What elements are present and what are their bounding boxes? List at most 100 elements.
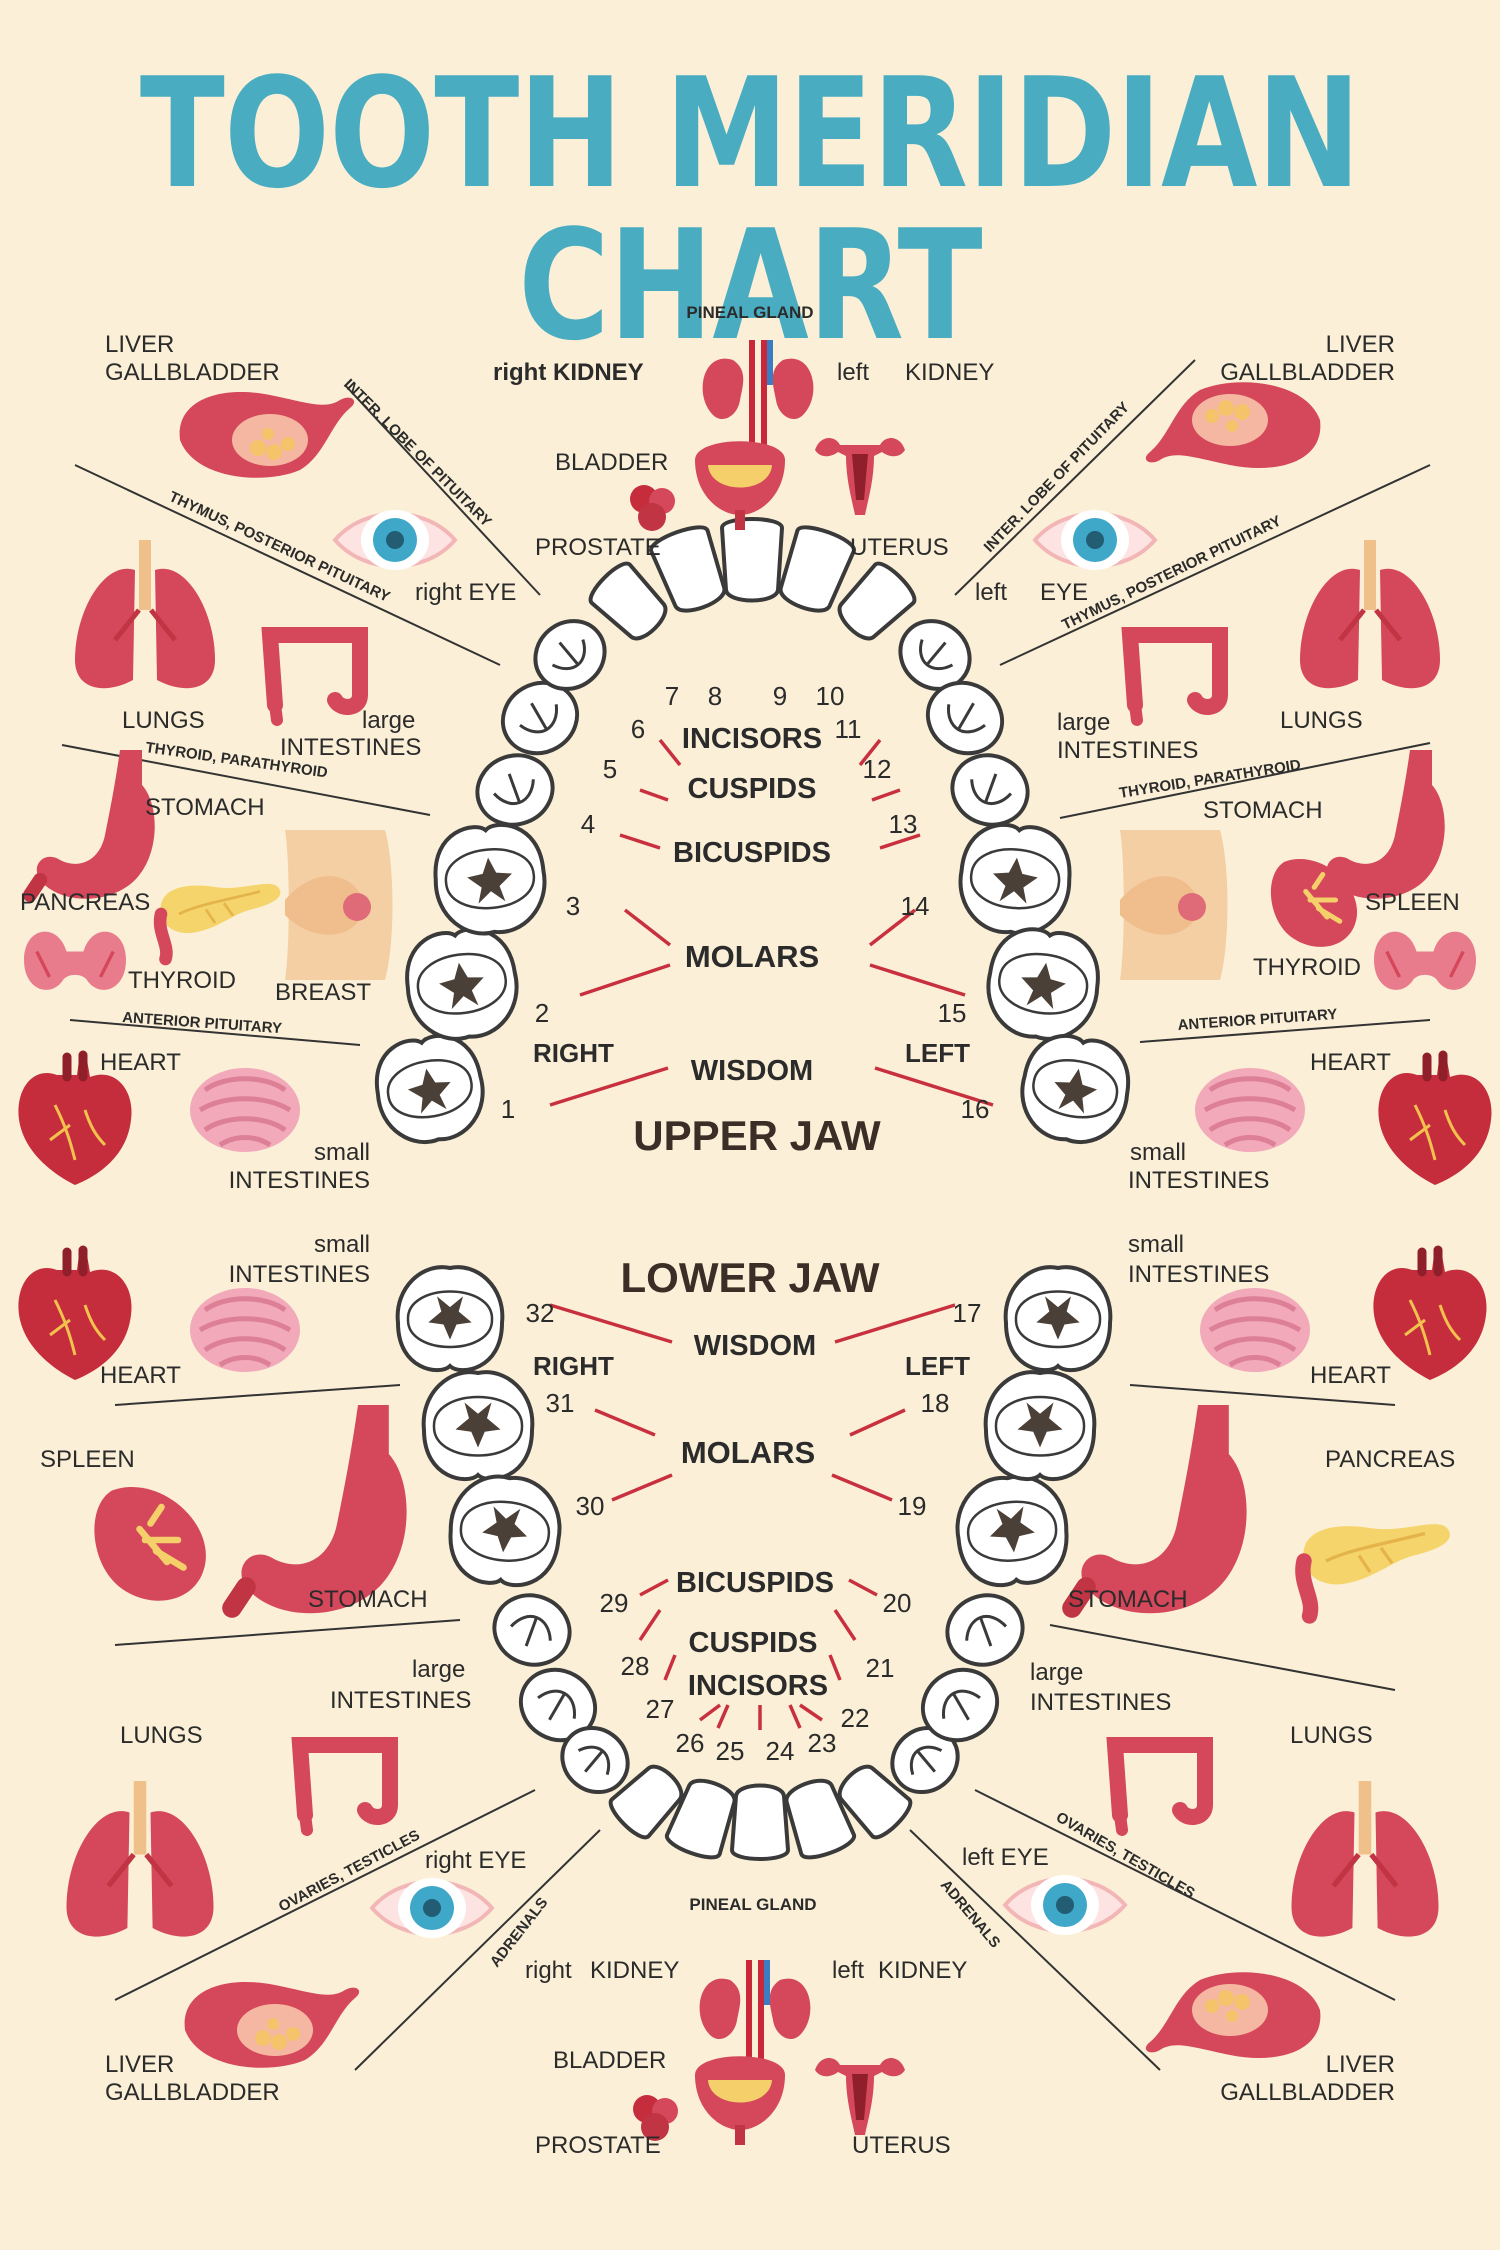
organ-label: HEART <box>1310 1362 1391 1389</box>
group-wisdom: WISDOM <box>694 1330 816 1362</box>
tooth-connector <box>658 738 682 767</box>
tooth-connector <box>619 833 661 850</box>
organ-label: LUNGS <box>120 1722 203 1749</box>
organ-label: large <box>1030 1659 1083 1686</box>
lungs-icon <box>1300 540 1440 688</box>
divider-line <box>114 1789 536 2001</box>
upper-tooth <box>374 1033 485 1145</box>
pineal-gland-label: PINEAL GLAND <box>686 303 813 322</box>
lower-tooth <box>1003 1265 1113 1373</box>
heart-icon <box>18 1250 131 1380</box>
organ-label: INTESTINES <box>229 1261 370 1288</box>
liver-icon <box>1145 1972 1321 2058</box>
divider-line <box>909 1829 1161 2071</box>
eye-icon <box>1003 1873 1127 1937</box>
organ-label: PANCREAS <box>1325 1446 1455 1473</box>
organ-label: INTESTINES <box>1030 1689 1171 1716</box>
divider-line <box>114 1619 461 1646</box>
organ-label: INTESTINES <box>229 1167 370 1194</box>
organ-label: STOMACH <box>308 1586 428 1613</box>
tooth-number: 9 <box>773 681 787 711</box>
lower-tooth <box>395 1265 505 1373</box>
organ-label: BREAST <box>275 979 371 1006</box>
breast-icon <box>1120 830 1228 980</box>
eye-label: EYE <box>1040 579 1088 606</box>
tooth-connector <box>788 1704 802 1729</box>
organ-label: INTESTINES <box>1128 1167 1269 1194</box>
divider-line <box>69 1019 361 1046</box>
tooth-connector <box>848 1578 878 1597</box>
tooth-number: 32 <box>526 1298 555 1328</box>
organ-label: INTESTINES <box>280 734 421 761</box>
organ-label: THYROID <box>1253 954 1361 981</box>
tooth-number: 25 <box>716 1736 745 1766</box>
lower-tooth <box>729 1783 791 1861</box>
thyroid-icon <box>22 929 128 992</box>
uterus-icon <box>815 2058 905 2135</box>
liver-icon <box>184 1982 360 2068</box>
tooth-number: 3 <box>566 891 580 921</box>
bladder-label: BLADDER <box>553 2047 666 2074</box>
tooth-connector <box>874 1066 994 1107</box>
tooth-number: 12 <box>863 754 892 784</box>
divider-line <box>1129 1384 1396 1406</box>
tooth-number: 24 <box>766 1736 795 1766</box>
organ-label: large <box>1057 709 1110 736</box>
tooth-number: 5 <box>603 754 617 784</box>
side-left: LEFT <box>905 1038 970 1068</box>
tooth-number: 15 <box>938 998 967 1028</box>
organ-label: PANCREAS <box>20 889 150 916</box>
poster-title: TOOTH MERIDIAN CHART <box>139 45 1361 374</box>
group-cuspids: CUSPIDS <box>688 773 817 805</box>
upper-tooth <box>533 619 607 691</box>
upper-tooth <box>898 619 972 691</box>
tooth-number: 16 <box>961 1094 990 1124</box>
liver-icon <box>1145 382 1321 468</box>
thyroid-icon <box>1372 929 1478 992</box>
lower-tooth <box>608 1764 684 1840</box>
upper-jaw-heading: UPPER JAW <box>633 1112 881 1159</box>
lower-tooth <box>518 1667 598 1743</box>
group-molars: MOLARS <box>685 939 819 974</box>
divider-line <box>999 464 1431 666</box>
upper-tooth <box>649 525 727 613</box>
eye-icon <box>370 1876 494 1940</box>
organ-label: GALLBLADDER <box>1220 2079 1395 2106</box>
tooth-connector <box>834 1303 956 1344</box>
organ-label: LIVER <box>105 2051 174 2078</box>
tooth-connector <box>663 1654 677 1681</box>
tooth-connector <box>858 738 882 767</box>
upper-tooth <box>950 753 1030 827</box>
lower-tooth <box>492 1593 572 1667</box>
organ-label: SPLEEN <box>40 1446 135 1473</box>
kidney-icon <box>703 340 814 455</box>
upper-tooth <box>405 927 519 1041</box>
liver-icon <box>179 392 355 478</box>
upper-tooth <box>837 561 917 641</box>
tooth-number: 8 <box>708 681 722 711</box>
organ-label: STOMACH <box>1068 1586 1188 1613</box>
organ-label: small <box>1130 1139 1186 1166</box>
heart-icon <box>1373 1250 1486 1380</box>
small-intestines-icon <box>190 1288 300 1372</box>
tooth-number: 10 <box>816 681 845 711</box>
pancreas-icon <box>1303 1524 1450 1616</box>
tooth-connector <box>716 1704 730 1729</box>
group-incisors: INCISORS <box>682 723 822 755</box>
left-eye-label: left EYE <box>962 1844 1049 1871</box>
tooth-number: 23 <box>808 1728 837 1758</box>
lower-tooth <box>784 1778 856 1860</box>
left-label: left <box>832 1957 864 1984</box>
bladder-icon <box>695 441 785 530</box>
organ-label: small <box>1128 1231 1184 1258</box>
tooth-connector <box>871 788 901 802</box>
group-incisors: INCISORS <box>688 1670 828 1702</box>
tooth-connector <box>831 1473 893 1502</box>
stomach-icon <box>232 1405 407 1613</box>
tooth-connector <box>549 1066 669 1107</box>
group-molars: MOLARS <box>681 1435 815 1470</box>
side-right: RIGHT <box>533 1038 614 1068</box>
lower-tooth <box>945 1593 1025 1667</box>
organ-label: STOMACH <box>1203 797 1323 824</box>
tooth-connector <box>828 1654 842 1681</box>
